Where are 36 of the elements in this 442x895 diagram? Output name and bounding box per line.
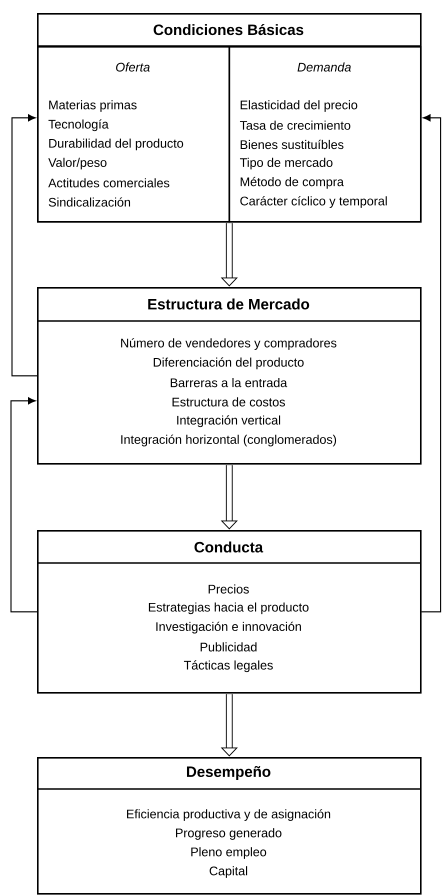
- box-title: Conducta: [194, 542, 264, 552]
- list-item: Integración vertical: [177, 415, 280, 428]
- list-item: Materias primas: [49, 100, 137, 112]
- list-item: Progreso generado: [176, 828, 282, 840]
- list-item: Tasa de crecimiento: [240, 120, 350, 130]
- list-item: Tipo de mercado: [240, 158, 332, 170]
- list-item: Sindicalización: [48, 197, 130, 207]
- list-item: Tecnología: [48, 119, 109, 132]
- feedback-arrow: [422, 114, 442, 612]
- column-heading: Oferta: [116, 62, 150, 72]
- list-item: Diferenciación del producto: [154, 357, 304, 370]
- feedback-arrow: [10, 397, 37, 612]
- list-item: Eficiencia productiva y de asignación: [127, 809, 330, 821]
- list-item: Método de compra: [240, 176, 344, 189]
- list-item: Integración horizontal (conglomerados): [121, 434, 336, 446]
- box-title: Condiciones Básicas: [154, 24, 304, 36]
- list-item: Carácter cíclico y temporal: [240, 196, 387, 208]
- feedback-arrow: [11, 114, 37, 376]
- list-item: Tácticas legales: [184, 660, 273, 672]
- list-item: Número de vendedores y compradores: [121, 338, 336, 350]
- list-item: Investigación e innovación: [156, 622, 301, 634]
- box-title: Estructura de Mercado: [148, 298, 310, 310]
- box-title: Desempeño: [186, 766, 270, 780]
- list-item: Capital: [210, 866, 248, 878]
- list-item: Bienes sustituíbles: [240, 140, 344, 150]
- list-item: Estructura de costos: [172, 397, 285, 406]
- list-item: Estrategias hacia el producto: [148, 602, 309, 614]
- list-item: Publicidad: [200, 642, 257, 652]
- list-item: Precios: [208, 584, 249, 594]
- list-item: Durabilidad del producto: [49, 138, 184, 150]
- list-item: Barreras a la entrada: [170, 378, 288, 388]
- list-item: Valor/peso: [48, 158, 106, 170]
- list-item: Elasticidad del precio: [240, 100, 358, 112]
- column-heading: Demanda: [298, 62, 351, 72]
- list-item: Pleno empleo: [191, 847, 266, 859]
- list-item: Actitudes comerciales: [48, 178, 170, 188]
